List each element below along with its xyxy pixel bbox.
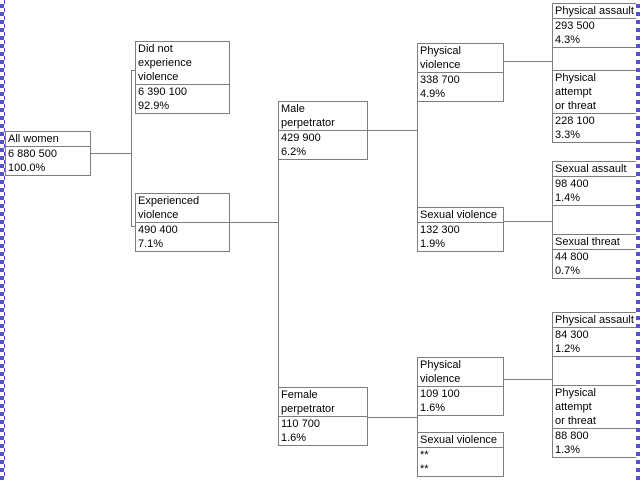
node-value: 228 100 (555, 115, 595, 127)
connector-sex-viol-m-out (504, 221, 552, 222)
node-value: ** (420, 449, 429, 461)
connector-did-not-in (131, 70, 135, 71)
node-value: 88 800 (555, 430, 589, 442)
node-title: Physical assault (553, 4, 636, 19)
connector-trunk-violence-female (417, 379, 418, 453)
node-value: 132 300 (420, 224, 460, 236)
node-value: 6 390 100 (138, 86, 187, 98)
node-did-not-experience-violence: Did not experience violence 6 390 100 92… (135, 41, 230, 114)
connector-experienced-in (131, 226, 135, 227)
node-sexual-violence-male: Sexual violence 132 300 1.9% (417, 207, 504, 252)
node-percent: 6.2% (281, 146, 307, 158)
node-male-perpetrator: Male perpetrator 429 900 6.2% (278, 101, 368, 160)
node-title: All women (6, 132, 90, 147)
node-percent: 3.3% (555, 129, 581, 141)
node-percent: 1.2% (555, 343, 581, 355)
node-title: Physical violence (418, 44, 503, 73)
node-title: Did not experience violence (136, 42, 229, 85)
node-title: Sexual violence (418, 208, 503, 223)
node-percent: 1.3% (555, 444, 581, 456)
node-percent: 1.6% (281, 432, 307, 444)
connector-female-out (368, 417, 417, 418)
node-title: Sexual violence (418, 433, 503, 448)
node-value: 98 400 (555, 178, 589, 190)
node-value: 429 900 (281, 132, 321, 144)
selection-border-right (636, 0, 640, 480)
node-value: 110 700 (281, 418, 320, 430)
node-physical-attempt-or-threat-female: Physical attempt or threat 88 800 1.3% (552, 385, 637, 458)
node-percent: 1.9% (420, 238, 446, 250)
node-title: Physical attempt or threat (553, 386, 636, 429)
node-physical-assault-male: Physical assault 293 500 4.3% (552, 3, 637, 48)
node-value: 490 400 (138, 224, 178, 236)
connector-trunk-violence-male (417, 64, 418, 228)
selection-border-left (0, 0, 5, 480)
node-percent: 1.4% (555, 192, 581, 204)
node-sexual-assault-male: Sexual assault 98 400 1.4% (552, 161, 637, 206)
node-female-perpetrator: Female perpetrator 110 700 1.6% (278, 387, 368, 446)
node-title: Sexual assault (553, 162, 636, 177)
node-value: 293 500 (555, 20, 595, 32)
node-physical-attempt-or-threat-male: Physical attempt or threat 228 100 3.3% (552, 70, 637, 143)
connector-experienced-out (230, 222, 278, 223)
node-title: Physical violence (418, 358, 503, 387)
node-sexual-threat-male: Sexual threat 44 800 0.7% (552, 234, 637, 279)
connector-trunk-perpetrator (278, 131, 279, 417)
node-percent: 4.9% (420, 88, 446, 100)
connector-trunk-sex-male (552, 184, 553, 258)
node-value: 6 880 500 (8, 148, 57, 160)
node-sexual-violence-female: Sexual violence ** ** (417, 432, 504, 477)
node-title: Male perpetrator (279, 102, 367, 131)
node-value: 84 300 (555, 329, 589, 341)
connector-phys-viol-f-out (504, 379, 552, 380)
node-percent: 7.1% (138, 238, 164, 250)
node-title: Experienced violence (136, 194, 229, 223)
node-title: Female perpetrator (279, 388, 367, 417)
node-percent: 1.6% (420, 402, 446, 414)
node-value: 109 100 (420, 388, 460, 400)
node-title: Physical attempt or threat (553, 71, 636, 114)
node-experienced-violence: Experienced violence 490 400 7.1% (135, 193, 230, 252)
node-physical-violence-male: Physical violence 338 700 4.9% (417, 43, 504, 102)
connector-male-out (368, 130, 417, 131)
node-physical-assault-female: Physical assault 84 300 1.2% (552, 312, 637, 357)
node-percent: 100.0% (8, 162, 46, 174)
connector-trunk-phys-female (552, 334, 553, 414)
node-percent: ** (420, 463, 429, 475)
connector-trunk-level2 (131, 70, 132, 227)
node-percent: 92.9% (138, 100, 170, 112)
node-title: Physical assault (553, 313, 636, 328)
node-value: 338 700 (420, 74, 460, 86)
node-percent: 0.7% (555, 265, 581, 277)
node-physical-violence-female: Physical violence 109 100 1.6% (417, 357, 504, 416)
connector-trunk-phys-male (552, 23, 553, 101)
node-title: Sexual threat (553, 235, 636, 250)
node-value: 44 800 (555, 251, 589, 263)
connector-phys-viol-m-out (504, 61, 552, 62)
connector-all-women-out (91, 153, 131, 154)
node-percent: 4.3% (555, 34, 581, 46)
node-all-women: All women 6 880 500 100.0% (5, 131, 91, 176)
